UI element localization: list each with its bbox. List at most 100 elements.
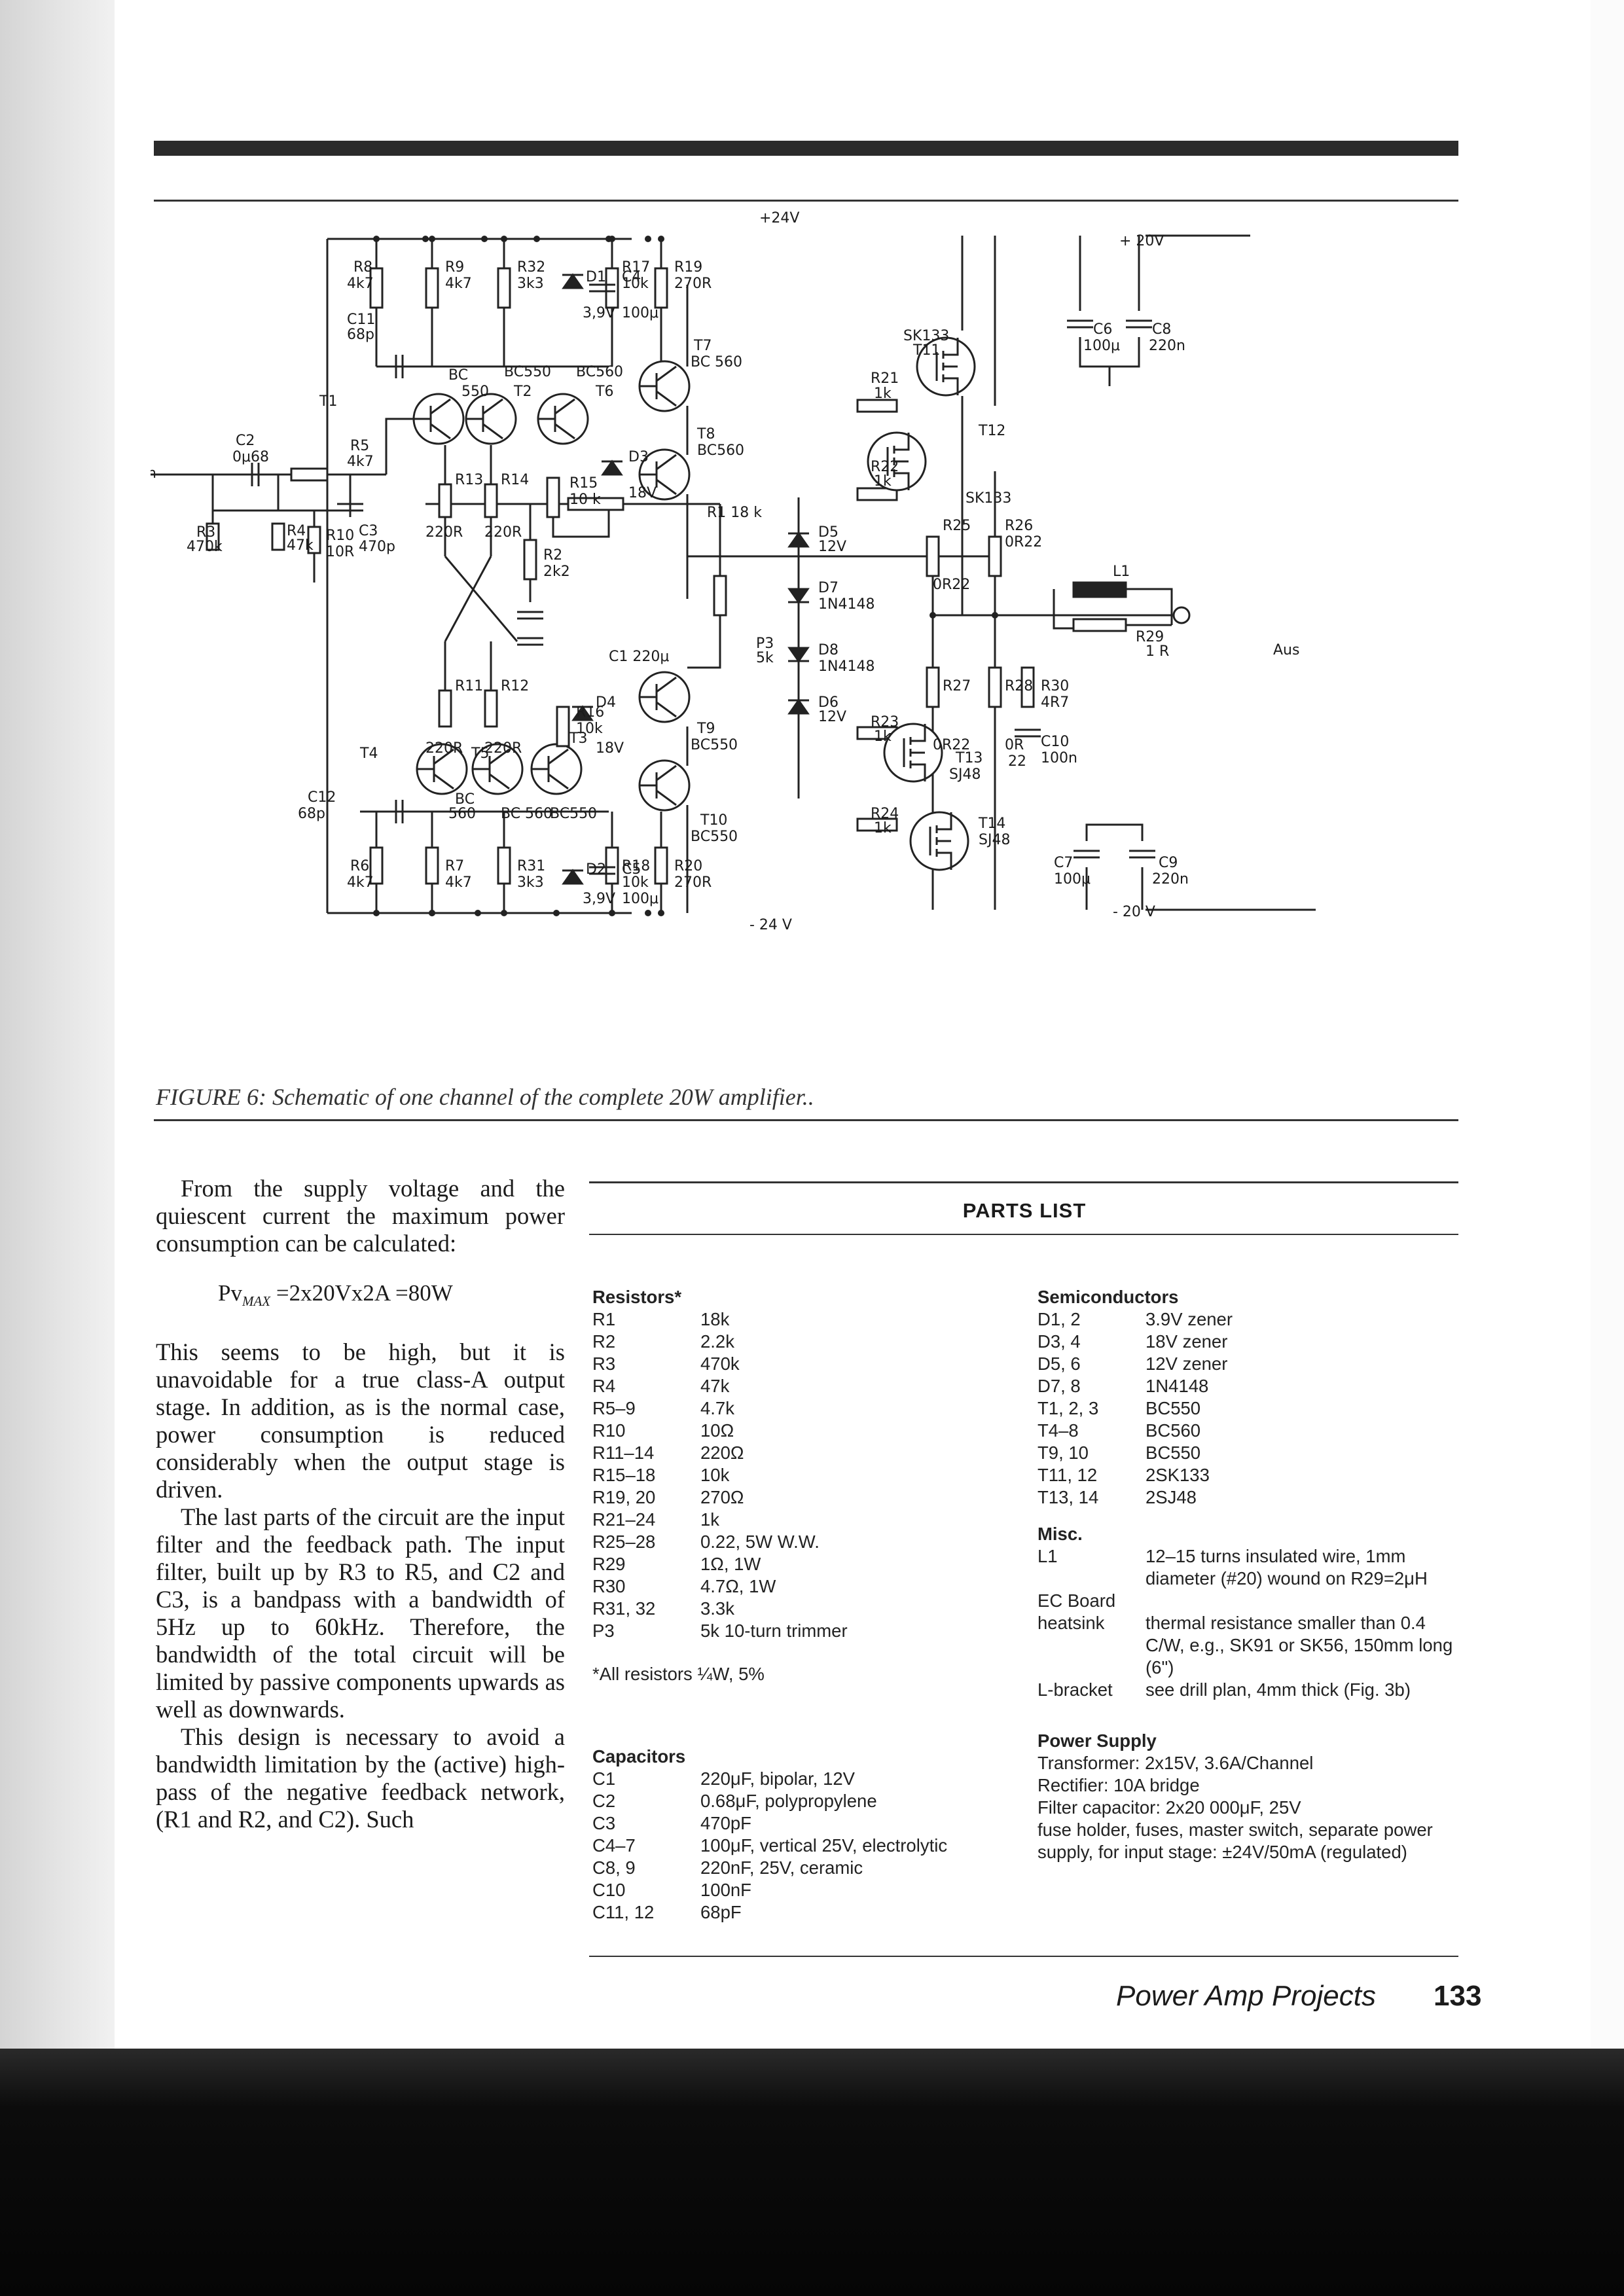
schematic-label-c7b: 100μ <box>1054 871 1091 888</box>
junction-dot <box>645 236 651 242</box>
resistor-r20 <box>654 846 668 885</box>
schematic-label-r5b: 4k7 <box>347 454 374 470</box>
resistor-r16 <box>556 706 570 747</box>
schematic-label-t2b: T2 <box>513 384 532 400</box>
schematic-label-c6b: 100μ <box>1083 338 1120 354</box>
schematic-label-t6a: BC560 <box>576 364 623 380</box>
resistor-r28 <box>988 666 1002 708</box>
resistor-ref: R1 <box>592 1309 616 1329</box>
scan-bottom-edge <box>0 2049 1624 2296</box>
output-terminal <box>1172 606 1191 624</box>
semiconductor-value: 3.9V zener <box>1146 1309 1233 1329</box>
capacitor-value: 100nF <box>700 1880 751 1900</box>
schematic-label-t14b: SJ48 <box>979 832 1010 848</box>
resistor-r14 <box>484 483 498 518</box>
schematic-label-r9b: 4k7 <box>445 276 472 292</box>
inductor-l1 <box>1072 581 1127 598</box>
body-paragraph-1: This seems to be high, but it is unavoid… <box>156 1338 565 1503</box>
body-paragraph-2: The last parts of the circuit are the in… <box>156 1503 565 1723</box>
resistor-r2 <box>523 539 537 581</box>
resistor-r26 <box>988 535 1002 577</box>
wire <box>385 418 425 475</box>
zener-d4 <box>571 705 594 721</box>
schematic-label-r19b: 270R <box>674 276 712 292</box>
power-supply-line: fuse holder, fuses, master switch, separ… <box>1038 1820 1433 1862</box>
capacitor-c9 <box>1129 850 1155 859</box>
parts-list-bottom-rule <box>589 1956 1458 1957</box>
schematic-label-r32a: R32 <box>517 259 545 276</box>
schematic-label-r11: R11 <box>455 678 483 694</box>
resistor-value: 1k <box>700 1509 720 1530</box>
junction-dot <box>658 236 664 242</box>
schematic-label-r9a: R9 <box>445 259 464 276</box>
resistor-ref: R15–18 <box>592 1465 656 1485</box>
schematic-label-bc550b: 550 <box>461 384 489 400</box>
schematic-label-r30a: R30 <box>1041 678 1069 694</box>
amplifier-schematic: +24V- 24 V+ 20V- 20 VEinAusC20μ68R54k7R3… <box>151 210 1316 933</box>
schematic-label-r19a: R19 <box>674 259 702 276</box>
schematic-label-r8a: R8 <box>353 259 372 276</box>
junction-dot <box>501 910 507 916</box>
schematic-label-r28: R28 <box>1005 678 1033 694</box>
wire <box>444 556 518 642</box>
wire <box>1079 236 1140 386</box>
schematic-labels: +24V- 24 V+ 20V- 20 VEinAusC20μ68R54k7R3… <box>151 210 1299 933</box>
misc-value <box>1146 1590 1456 1612</box>
schematic-label-r3a: R3 <box>196 524 215 541</box>
semiconductor-value: BC550 <box>1146 1398 1201 1418</box>
schematic-label-r220a: 220R <box>425 524 463 541</box>
schematic-label-r14: R14 <box>501 472 529 488</box>
schematic-label-t13a: T13 <box>955 750 983 766</box>
schematic-label-t10b: BC550 <box>691 829 738 845</box>
capacitors-heading: Capacitors <box>592 1746 686 1767</box>
resistor-ref: R25–28 <box>592 1532 656 1552</box>
schematic-label-vminus20: - 20 V <box>1113 904 1155 920</box>
resistor-ref: R2 <box>592 1331 616 1352</box>
resistor-value: 10Ω <box>700 1420 734 1441</box>
capacitor-ref: C4–7 <box>592 1835 636 1856</box>
body-text: From the supply voltage and the quiescen… <box>156 1175 565 1833</box>
resistor-r4 <box>271 522 285 551</box>
resistor-r27 <box>926 666 940 708</box>
schematic-label-c9a: C9 <box>1159 855 1178 871</box>
capacitor-value: 0.68μF, polypropylene <box>700 1791 877 1811</box>
resistor-ref: R30 <box>592 1576 626 1596</box>
schematic-components <box>206 267 1191 885</box>
scan-shadow-left <box>0 0 115 2296</box>
diode-d8 <box>787 647 810 663</box>
semiconductor-ref: T11, 12 <box>1038 1465 1098 1485</box>
capacitor-value: 220μF, bipolar, 12V <box>700 1768 856 1789</box>
power-supply-line: Filter capacitor: 2x20 000μF, 25V <box>1038 1797 1301 1818</box>
schematic-label-l1: L1 <box>1113 564 1130 580</box>
junction-dot <box>605 236 612 242</box>
resistors-heading: Resistors* <box>592 1287 682 1307</box>
power-supply-line: Transformer: 2x15V, 3.6A/Channel <box>1038 1753 1314 1773</box>
resistor-ref: R11–14 <box>592 1443 655 1463</box>
semiconductor-value: 2SK133 <box>1146 1465 1210 1485</box>
resistor-ref: R5–9 <box>592 1398 636 1418</box>
resistor-r22 <box>856 487 898 501</box>
misc-ref: L1 <box>1038 1546 1058 1566</box>
wire <box>444 445 492 556</box>
junction-dot <box>481 236 488 242</box>
capacitor-c1b <box>517 637 543 646</box>
wire <box>1053 588 1173 630</box>
formula-sub: MAX <box>242 1293 271 1309</box>
capacitor-c1 <box>517 611 543 620</box>
schematic-label-t1: T1 <box>319 393 337 410</box>
schematic-label-d6b: 12V <box>818 709 846 725</box>
schematic-label-t12: T12 <box>978 423 1005 439</box>
schematic-label-c10a: C10 <box>1041 734 1069 750</box>
schematic-label-t10a: T10 <box>700 812 727 829</box>
resistor-value: 5k 10-turn trimmer <box>700 1621 848 1641</box>
schematic-label-t14a: T14 <box>978 816 1005 832</box>
